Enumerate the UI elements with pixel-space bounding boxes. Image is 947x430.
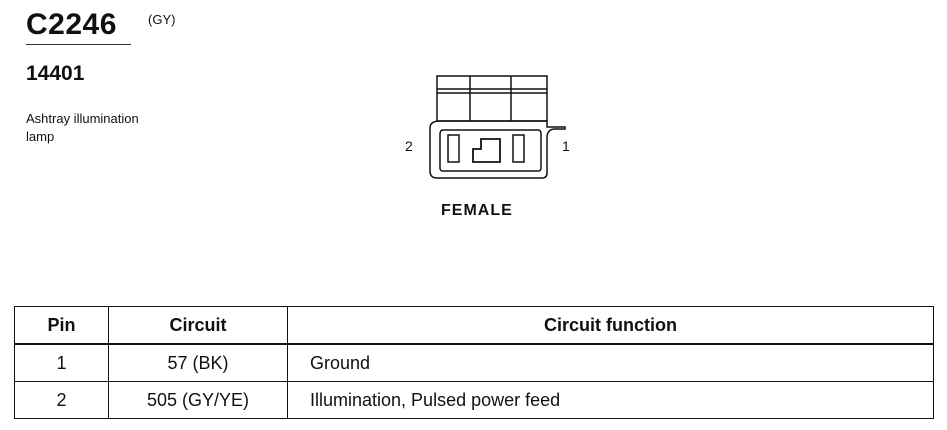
- connector-description: Ashtray illumination lamp: [26, 110, 201, 146]
- connector-id: C2246: [26, 8, 117, 41]
- table-row: 1 57 (BK) Ground: [14, 343, 934, 382]
- connector-body: [429, 120, 566, 179]
- cell-circuit: 57 (BK): [108, 343, 288, 382]
- pinout-table: Pin Circuit Circuit function 1 57 (BK) G…: [14, 306, 934, 419]
- latch-housing: [436, 75, 548, 122]
- cell-pin: 2: [14, 381, 109, 419]
- header-circuit: Circuit: [108, 306, 288, 345]
- pin-2-label: 2: [405, 138, 413, 154]
- gender-label: FEMALE: [441, 202, 513, 219]
- connector-face-diagram: [429, 75, 566, 179]
- pin-1-label: 1: [562, 138, 570, 154]
- description-line: lamp: [26, 129, 55, 144]
- table-row: 2 505 (GY/YE) Illumination, Pulsed power…: [14, 381, 934, 419]
- key-slot: [472, 138, 501, 163]
- cell-pin: 1: [14, 343, 109, 382]
- cell-function: Ground: [287, 343, 934, 382]
- table-header-row: Pin Circuit Circuit function: [14, 306, 934, 345]
- part-number: 14401: [26, 62, 85, 85]
- cell-function: Illumination, Pulsed power feed: [287, 381, 934, 419]
- header-circuit-function: Circuit function: [287, 306, 934, 345]
- connector-drawing: [400, 70, 585, 190]
- connector-face: [439, 129, 542, 172]
- title-underline: [26, 44, 131, 45]
- pin-slot-1: [512, 134, 525, 163]
- pin-slot-2: [447, 134, 460, 163]
- cell-circuit: 505 (GY/YE): [108, 381, 288, 419]
- description-line: Ashtray illumination: [26, 111, 139, 126]
- color-code: (GY): [148, 12, 176, 27]
- header-pin: Pin: [14, 306, 109, 345]
